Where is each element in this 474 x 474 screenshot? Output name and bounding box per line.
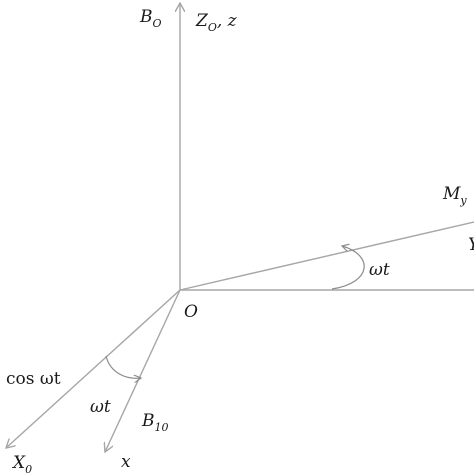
- omega-t-label-lower: ωt: [90, 397, 111, 417]
- b10-label: B10: [141, 411, 169, 434]
- omega-t-arc-right: [331, 246, 365, 290]
- cos-omega-t-label: cos ωt: [6, 369, 61, 389]
- x-label: x: [121, 452, 131, 472]
- my-label: My: [442, 184, 467, 207]
- b0-label: BO: [139, 7, 162, 30]
- my-vector-line: [179, 221, 474, 291]
- x0-label: X0: [11, 453, 32, 474]
- x-axis-line: [105, 289, 181, 452]
- omega-t-arc-lower: [105, 355, 141, 378]
- z0-z-label: ZO, z: [195, 11, 238, 34]
- origin-label: O: [184, 302, 198, 322]
- omega-t-label-right: ωt: [369, 260, 390, 280]
- y-axis-label-clipped: Y: [468, 235, 474, 255]
- x0-axis-line: [6, 289, 181, 448]
